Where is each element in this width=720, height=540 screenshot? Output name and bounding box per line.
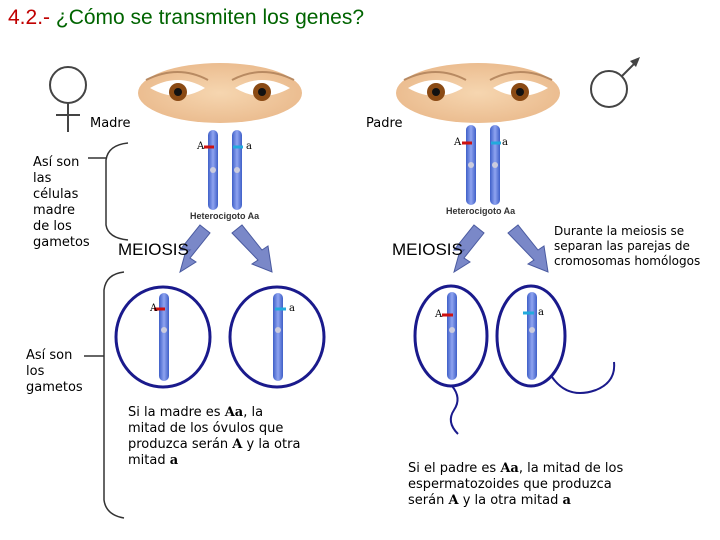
- down-arrow-icon: [507, 224, 549, 273]
- down-arrow-icon: [452, 224, 485, 274]
- female-symbol-icon: [49, 66, 87, 132]
- father-note-and: y la otra mitad: [458, 493, 563, 508]
- father-note-middle: , la mitad de los espermatozoides que pr…: [408, 461, 624, 508]
- heterozygote-label-mother: Heterocigoto Aa: [190, 211, 260, 221]
- page-title: 4.2.- ¿Cómo se transmiten los genes?: [8, 6, 364, 30]
- father-note-A: A: [448, 493, 459, 508]
- mother-note-genotype: Aa: [224, 405, 244, 420]
- mother-note-prefix: Si la madre es: [128, 405, 225, 420]
- meiosis-label-right: MEIOSIS: [392, 240, 463, 259]
- allele-a-sperm: a: [538, 307, 544, 318]
- down-arrow-icon: [231, 224, 273, 273]
- father-note: Si el padre es Aa, la mitad de los esper…: [408, 461, 628, 509]
- brown-eyes-icon: [138, 63, 302, 123]
- gametes-label: Así son los gametos: [26, 348, 83, 395]
- mother-note-middle: , la mitad de los óvulos que produzca se…: [128, 405, 284, 452]
- down-arrow-icon: [178, 224, 211, 274]
- cells-mother-label: Así son las células madre de los gametos: [33, 155, 90, 250]
- father-note-a: a: [562, 493, 571, 508]
- mother-note-a: a: [169, 453, 179, 468]
- heterozygote-label-father: Heterocigoto Aa: [446, 206, 516, 216]
- allele-a-father: a: [502, 137, 508, 148]
- male-symbol-icon: [590, 57, 640, 108]
- meiosis-note: Durante la meiosis se separan las pareja…: [554, 224, 701, 268]
- mother-label: Madre: [90, 116, 131, 131]
- sperm-a: [495, 284, 616, 394]
- title-question: ¿Cómo se transmiten los genes?: [55, 6, 365, 29]
- mother-note: Si la madre es Aa, la mitad de los óvulo…: [128, 405, 303, 469]
- allele-A-mother: A: [197, 141, 205, 152]
- father-label: Padre: [366, 116, 403, 131]
- father-note-prefix: Si el padre es: [408, 461, 501, 476]
- allele-a-mother: a: [246, 141, 252, 152]
- brown-eyes-icon: [396, 63, 560, 123]
- bracket-cells: [105, 142, 129, 241]
- allele-A-father: A: [454, 137, 462, 148]
- chromosome-pair-father: [462, 125, 501, 205]
- ovum-A: [114, 285, 212, 389]
- allele-a-ovum: a: [289, 303, 295, 314]
- father-note-genotype: Aa: [500, 461, 519, 476]
- title-number: 4.2.-: [8, 6, 51, 29]
- allele-A-sperm: A: [435, 309, 443, 320]
- mother-note-and: y la otra mitad: [128, 437, 301, 468]
- meiosis-label-left: MEIOSIS: [118, 240, 189, 259]
- allele-A-ovum: A: [150, 303, 158, 314]
- sperm-A: [413, 284, 489, 435]
- mother-note-A: A: [232, 437, 243, 452]
- bracket-gametes: [103, 271, 125, 519]
- chromosome-pair-mother: [204, 130, 243, 210]
- ovum-a: [228, 285, 326, 389]
